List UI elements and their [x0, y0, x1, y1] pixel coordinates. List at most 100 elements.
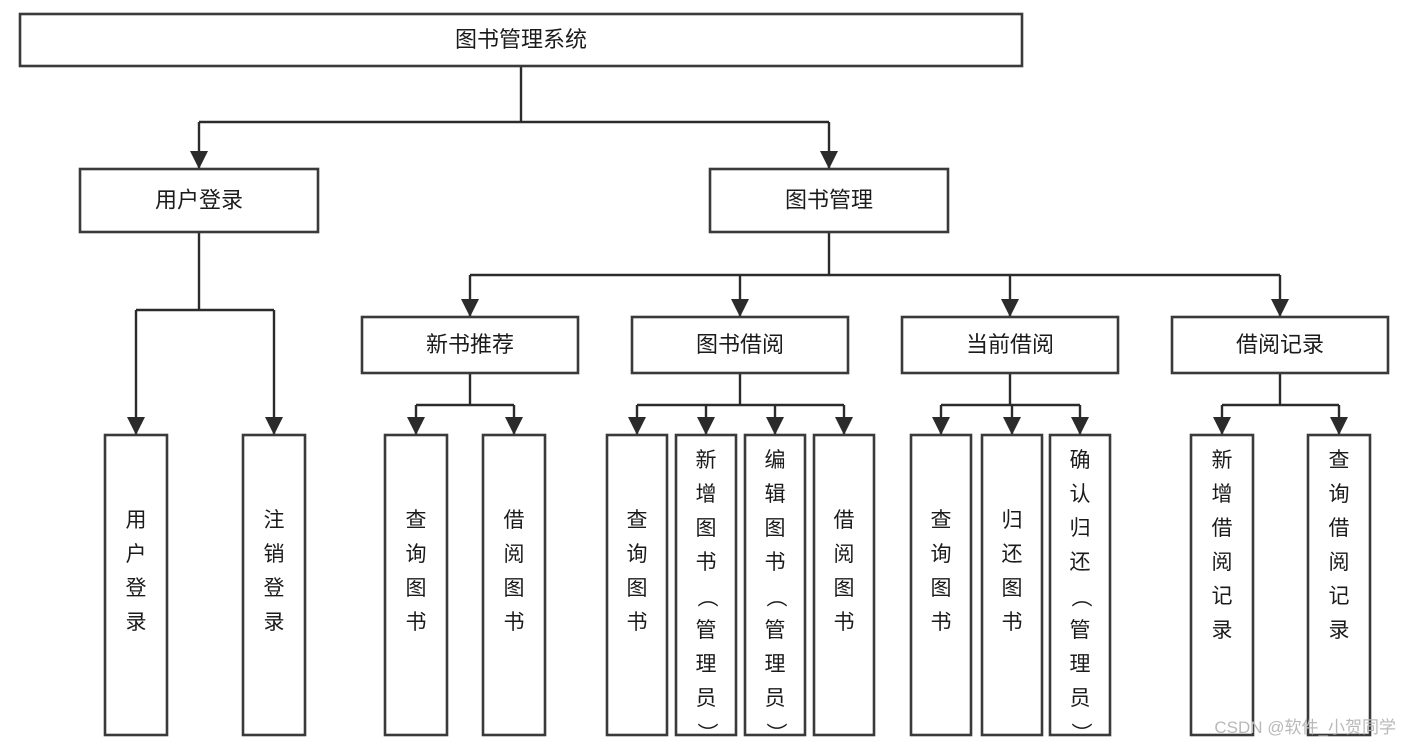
- node-label-char: 记: [1329, 585, 1350, 608]
- node-box: [909, 433, 973, 737]
- edge-group-user-login: [127, 232, 283, 435]
- node-label-char: 阅: [1329, 551, 1350, 574]
- edge-group-book-manage: [461, 232, 1289, 317]
- node-label-char: 书: [1002, 611, 1023, 634]
- node-book-borrow[interactable]: 图书借阅: [630, 315, 850, 375]
- csdn-watermark: CSDN @软件_小贺同学: [1214, 718, 1396, 737]
- arrow-head-icon: [407, 417, 425, 435]
- node-book-manage[interactable]: 图书管理: [708, 167, 950, 234]
- edge-group-new-book-recommend: [407, 373, 523, 435]
- node-label-char: 图: [931, 577, 952, 600]
- node-label-char: 查: [627, 509, 648, 532]
- node-label: 图书管理: [785, 187, 873, 212]
- arrow-head-icon: [628, 417, 646, 435]
- arrow-head-icon: [766, 417, 784, 435]
- arrow-head-icon: [190, 151, 208, 169]
- node-label-char: 确: [1070, 449, 1091, 472]
- node-label-char: 图: [627, 577, 648, 600]
- node-box: [481, 433, 547, 737]
- node-label-char: 阅: [834, 543, 855, 566]
- node-leaf-user-login[interactable]: 用户登录: [103, 433, 169, 737]
- node-label-char: 销: [264, 543, 285, 566]
- node-label-char: 书: [504, 611, 525, 634]
- node-label-char: 书: [834, 611, 855, 634]
- node-label-char: 图: [696, 517, 717, 540]
- node-label-char: 管: [765, 619, 786, 642]
- node-label-char: 新: [696, 449, 717, 472]
- node-label-char: 理: [765, 653, 786, 676]
- node-label-char: 询: [406, 543, 427, 566]
- node-label-char: 书: [627, 611, 648, 634]
- node-label-char: 阅: [504, 543, 525, 566]
- arrow-head-icon: [820, 151, 838, 169]
- node-label-char: 管: [1070, 619, 1091, 642]
- arrow-head-icon: [1003, 417, 1021, 435]
- node-label-char: （: [1069, 587, 1092, 608]
- node-label-char: 员: [696, 687, 717, 710]
- node-label-char: 图: [834, 577, 855, 600]
- node-borrow-record[interactable]: 借阅记录: [1170, 315, 1390, 375]
- node-label-char: 增: [696, 483, 717, 506]
- node-label-char: （: [695, 587, 718, 608]
- node-label-char: 归: [1002, 509, 1023, 532]
- node-box: [1189, 433, 1255, 737]
- node-new-book-recommend[interactable]: 新书推荐: [360, 315, 580, 375]
- arrow-head-icon: [835, 417, 853, 435]
- edge-group-book-borrow: [628, 373, 853, 435]
- node-box: [1306, 433, 1372, 737]
- node-label-char: 管: [696, 619, 717, 642]
- connector-layer: [127, 66, 1348, 435]
- node-box: [78, 167, 320, 234]
- node-label-char: ）: [695, 723, 718, 744]
- node-label-char: 户: [126, 543, 147, 566]
- node-label-char: 登: [264, 577, 285, 600]
- edge-group-root: [190, 66, 838, 169]
- node-box: [980, 433, 1044, 737]
- node-label-char: 录: [264, 611, 285, 634]
- node-label-char: （: [764, 587, 787, 608]
- arrow-head-icon: [1213, 417, 1231, 435]
- node-box: [360, 315, 580, 375]
- node-label-char: 辑: [765, 483, 786, 506]
- node-box: [708, 167, 950, 234]
- node-box: [1048, 433, 1112, 737]
- node-label-char: 询: [931, 543, 952, 566]
- node-label: 图书管理系统: [455, 27, 587, 52]
- node-label-char: 图: [504, 577, 525, 600]
- node-box: [630, 315, 850, 375]
- arrow-head-icon: [265, 417, 283, 435]
- node-box: [383, 433, 449, 737]
- node-user-login[interactable]: 用户登录: [78, 167, 320, 234]
- node-box: [241, 433, 307, 737]
- node-label-char: 查: [1329, 449, 1350, 472]
- node-label-char: 书: [931, 611, 952, 634]
- arrow-head-icon: [1271, 299, 1289, 317]
- node-label-char: 录: [1212, 619, 1233, 642]
- node-current-borrow[interactable]: 当前借阅: [900, 315, 1120, 375]
- node-box: [605, 433, 669, 737]
- arrow-head-icon: [505, 417, 523, 435]
- node-box: [900, 315, 1120, 375]
- node-label-char: 登: [126, 577, 147, 600]
- node-label-char: 新: [1212, 449, 1233, 472]
- node-label-char: 书: [406, 611, 427, 634]
- node-label-char: 借: [504, 509, 525, 532]
- node-label-char: 员: [1070, 687, 1091, 710]
- node-layer: 图书管理系统用户登录图书管理新书推荐图书借阅当前借阅借阅记录用户登录注销登录查询…: [18, 12, 1390, 744]
- node-label-char: 员: [765, 687, 786, 710]
- node-root[interactable]: 图书管理系统: [18, 12, 1024, 68]
